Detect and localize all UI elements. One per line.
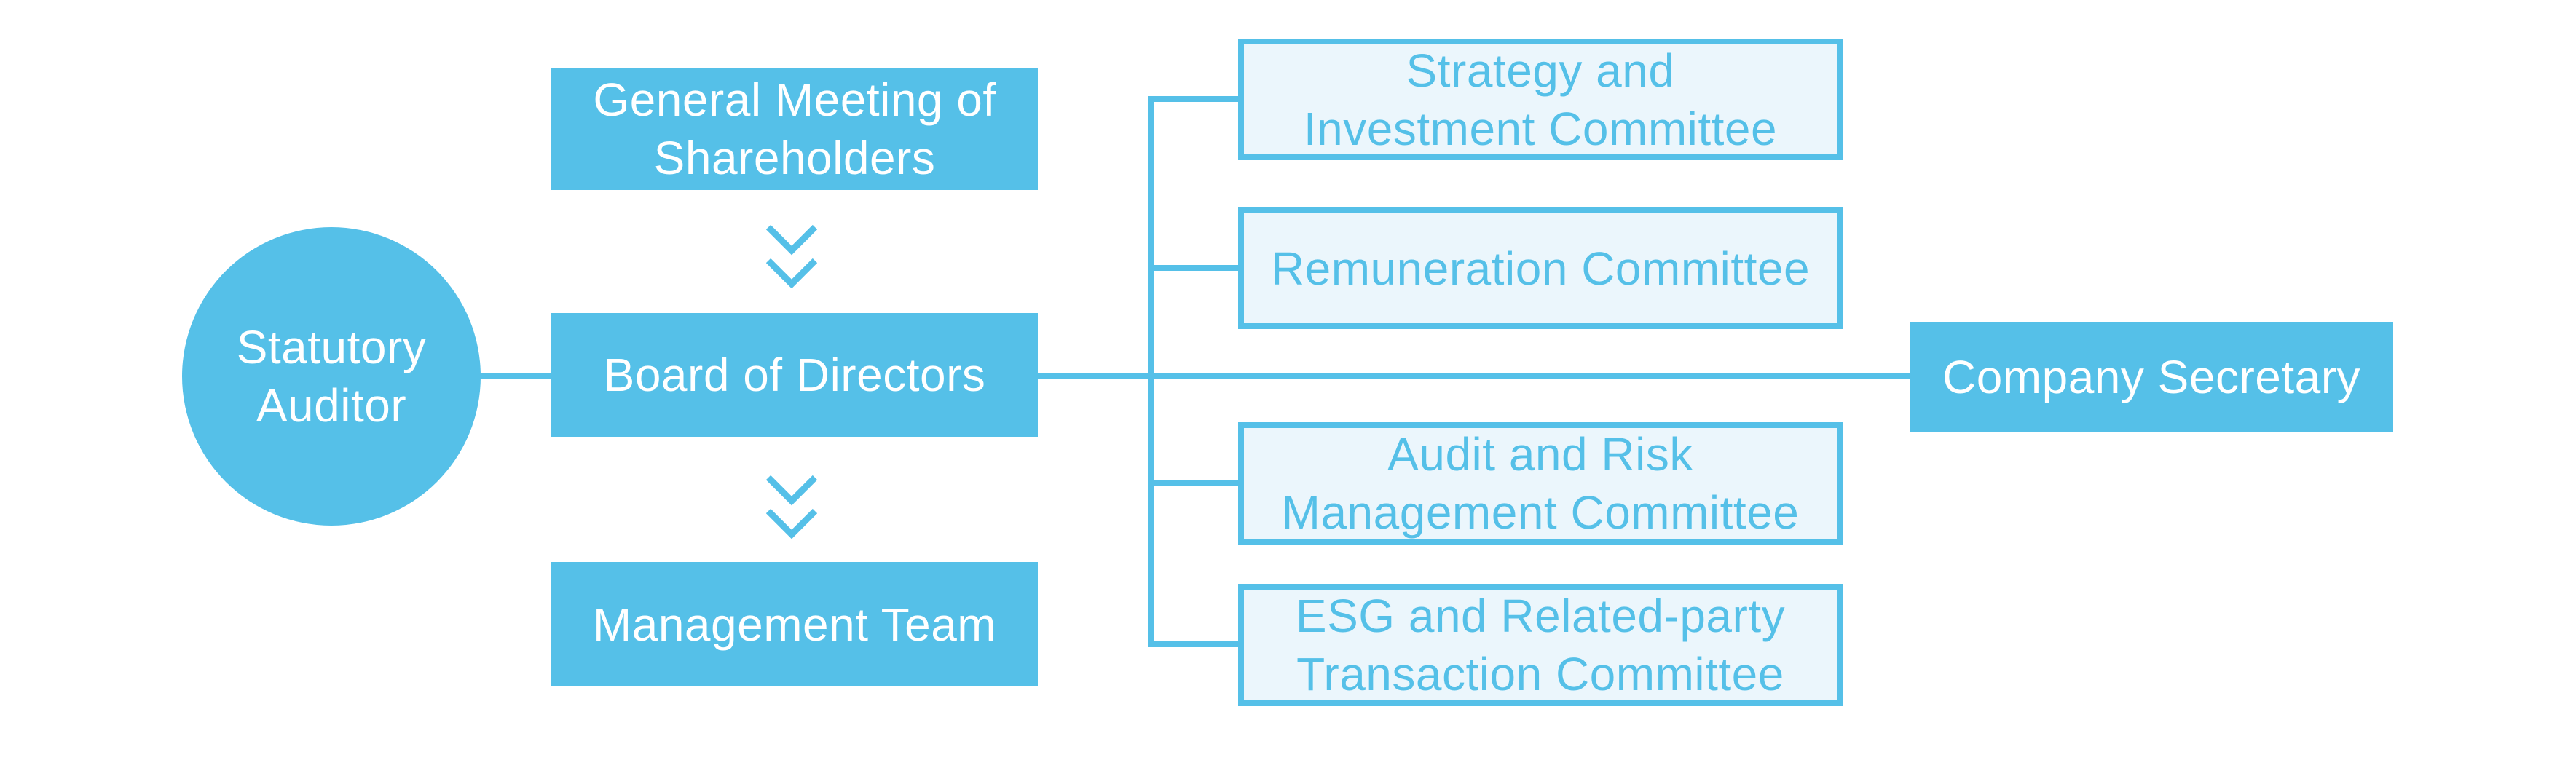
committee-node-strategy-investment: Strategy and Investment Committee [1238, 39, 1843, 160]
connector-stub-audit [1148, 480, 1238, 486]
company-secretary-node: Company Secretary [1910, 322, 2393, 432]
committee-node-audit-risk: Audit and Risk Management Committee [1238, 422, 1843, 545]
board-of-directors-node: Board of Directors [551, 313, 1038, 437]
connector-auditor-to-board [477, 373, 554, 379]
double-chevron-down-icon [766, 224, 817, 288]
committee-node-esg-related-party: ESG and Related-party Transaction Commit… [1238, 584, 1843, 706]
connector-committee-trunk [1148, 96, 1154, 647]
statutory-auditor-node: Statutory Auditor [182, 227, 481, 526]
management-team-node: Management Team [551, 562, 1038, 686]
connector-stub-strategy [1148, 96, 1238, 102]
connector-stub-esg [1148, 641, 1238, 647]
connector-board-to-secretary [1038, 373, 1910, 379]
committee-node-remuneration: Remuneration Committee [1238, 207, 1843, 329]
general-meeting-of-shareholders-node: General Meeting of Shareholders [551, 68, 1038, 190]
connector-stub-remuneration [1148, 265, 1238, 271]
double-chevron-down-icon [766, 475, 817, 539]
